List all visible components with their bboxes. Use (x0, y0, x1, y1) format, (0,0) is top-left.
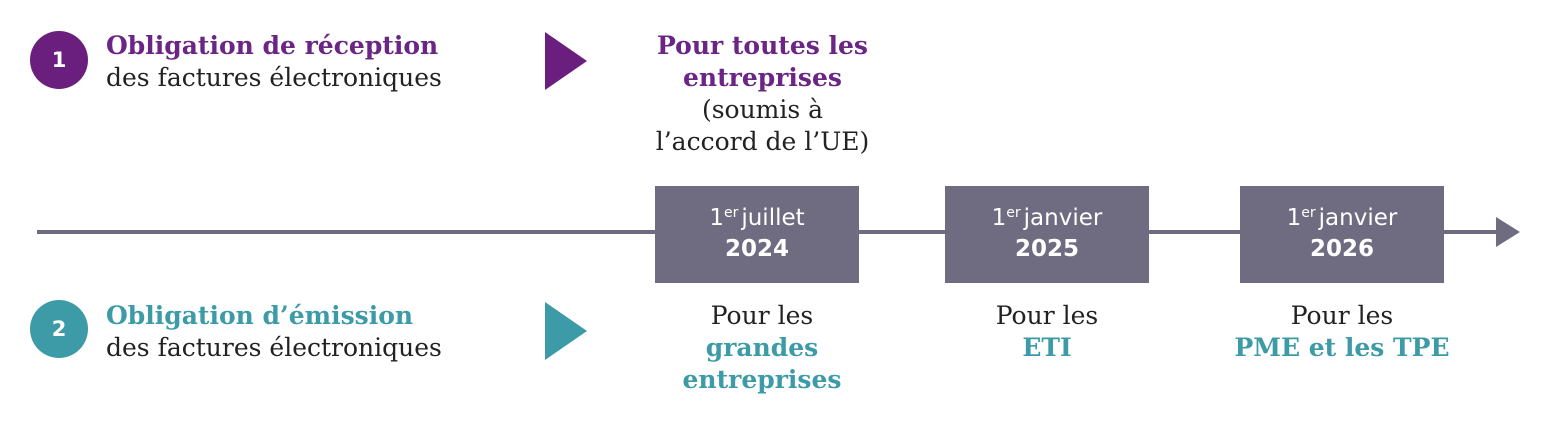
emission-obligation-subtitle: des factures électroniques (106, 333, 442, 362)
reception-obligation-title: Obligation de réception (106, 31, 439, 60)
milestone-ordinal-suffix: er (1301, 205, 1316, 221)
milestone-ordinal-suffix: er (723, 205, 739, 221)
milestone-year: 2025 (1014, 236, 1079, 262)
milestone-ordinal-suffix: er (1006, 205, 1021, 221)
reception-note-line-4: l’accord de l’UE) (655, 127, 870, 156)
target-prefix: Pour les (995, 301, 1099, 330)
timeline-arrowhead-icon (1496, 217, 1520, 247)
reception-note-line-2: entreprises (683, 63, 842, 92)
target-line-1: PME et les TPE (1234, 333, 1450, 362)
target-line-1: grandes (705, 333, 819, 362)
milestone-january-2025: 1 er janvier 2025 (945, 186, 1149, 283)
step-2-badge: 2 (30, 300, 88, 358)
reception-arrow-icon (545, 32, 587, 90)
milestone-month: janvier (1023, 205, 1103, 231)
emission-target-large-companies: Pour les grandes entreprises (632, 300, 892, 396)
milestone-january-2026: 1 er janvier 2026 (1240, 186, 1444, 283)
target-line-2: entreprises (682, 365, 842, 394)
emission-obligation-title: Obligation d’émission (106, 301, 414, 330)
target-line-1: ETI (1022, 333, 1072, 362)
milestone-ordinal: 1 (991, 205, 1007, 231)
milestone-july-2024: 1 er juillet 2024 (655, 186, 859, 283)
target-prefix: Pour les (1290, 301, 1394, 330)
milestone-ordinal: 1 (1286, 205, 1302, 231)
target-prefix: Pour les (710, 301, 814, 330)
reception-obligation-label: Obligation de réception des factures éle… (106, 30, 442, 94)
milestone-year: 2026 (1309, 236, 1374, 262)
emission-obligation-label: Obligation d’émission des factures élect… (106, 300, 442, 364)
milestone-month: janvier (1318, 205, 1398, 231)
reception-note: Pour toutes les entreprises (soumis à l’… (640, 30, 885, 158)
emission-target-pme-tpe: Pour les PME et les TPE (1212, 300, 1472, 364)
reception-note-line-3: (soumis à (701, 95, 824, 124)
milestone-year: 2024 (724, 236, 789, 262)
milestone-month: juillet (741, 205, 805, 231)
emission-arrow-icon (545, 302, 587, 360)
emission-target-eti: Pour les ETI (917, 300, 1177, 364)
reception-obligation-subtitle: des factures électroniques (106, 63, 442, 92)
reception-note-line-1: Pour toutes les (657, 31, 868, 60)
step-1-badge: 1 (30, 31, 88, 89)
milestone-ordinal: 1 (709, 205, 724, 231)
